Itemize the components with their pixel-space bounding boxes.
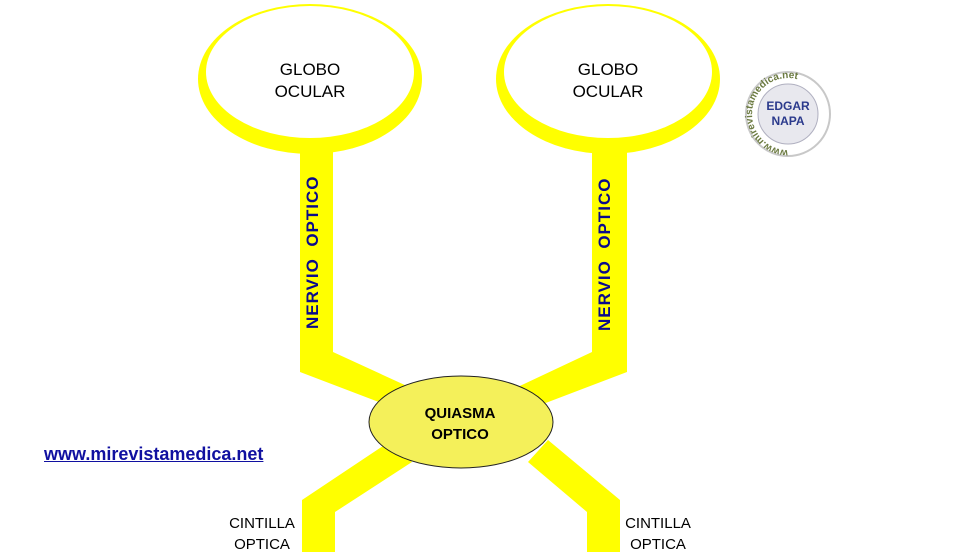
left-tract-label: CINTILLA OPTICA [217,513,307,555]
right-globe-label: GLOBO OCULAR [538,59,678,103]
left-globe [206,6,414,138]
logo-name-top: EDGAR [766,99,810,113]
chiasm-label-line1: QUIASMA [424,405,496,422]
optic-chiasm [368,375,554,469]
left-nerve-label: NERVIO OPTICO [303,175,322,330]
left-globe-label-line1: GLOBO [279,60,341,79]
right-tract-label-line1: CINTILLA [625,515,691,532]
right-nerve-label: NERVIO OPTICO [595,177,614,332]
right-optic-nerve [507,140,627,412]
left-tract-label-line2: OPTICA [234,536,290,553]
right-tract-label-line2: OPTICA [630,536,686,553]
right-optic-tract [528,440,620,552]
left-tract-label-line1: CINTILLA [229,515,295,532]
website-link[interactable]: www.mirevistamedica.net [44,444,264,464]
left-globe-label-line2: OCULAR [274,82,346,101]
right-globe-label-line1: GLOBO [577,60,639,79]
chiasm-label-line2: OPTICO [431,426,489,443]
logo-name-bottom: NAPA [771,114,804,128]
chiasm-label: QUIASMA OPTICO [400,403,520,445]
right-globe-label-line2: OCULAR [572,82,644,101]
left-optic-tract [302,440,412,552]
right-globe [504,6,712,138]
edgar-napa-logo: www.mirevistamedica.net EDGAR NAPA [744,70,831,158]
left-optic-nerve [300,140,420,412]
left-globe-label: GLOBO OCULAR [240,59,380,103]
right-tract-label: CINTILLA OPTICA [613,513,703,555]
